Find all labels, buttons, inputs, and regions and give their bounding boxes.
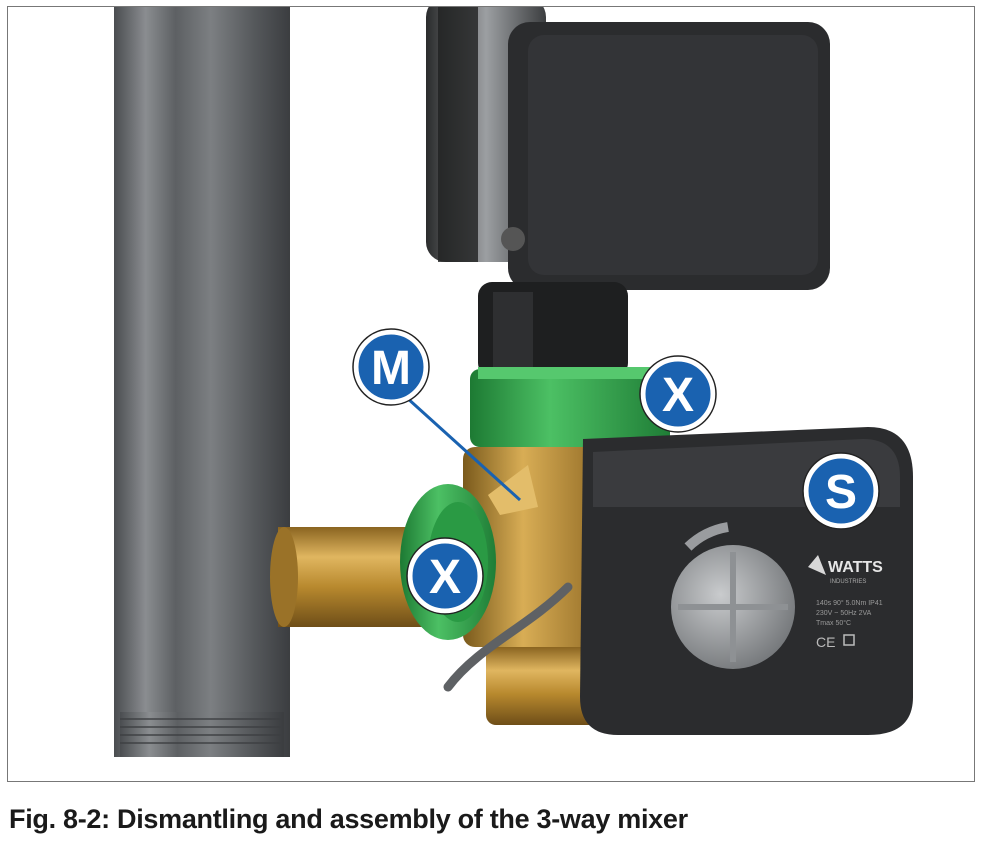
actuator-spec-2: 230V ~ 50Hz 2VA	[816, 610, 872, 617]
actuator-spec-1: 140s 90° 5.0Nm IP41	[816, 599, 883, 607]
label-s-text: S	[825, 466, 857, 519]
vertical-pipe	[114, 7, 290, 757]
union-nut-top	[470, 367, 670, 447]
actuator-brand: WATTS	[828, 559, 883, 576]
mixer-illustration: WATTS INDUSTRIES 140s 90° 5.0Nm IP41 230…	[114, 7, 913, 757]
pump-union	[478, 282, 628, 377]
label-x-top: X	[639, 355, 717, 433]
m-pointer-line	[404, 395, 522, 502]
pump-motor	[426, 7, 830, 290]
label-x-left: X	[406, 537, 484, 615]
label-x-top-text: X	[662, 369, 694, 422]
figure-caption: Fig. 8-2: Dismantling and assembly of th…	[9, 804, 688, 834]
label-s: S	[802, 452, 880, 530]
actuator-brand-sub: INDUSTRIES	[830, 579, 866, 585]
figure-frame: WATTS INDUSTRIES 140s 90° 5.0Nm IP41 230…	[7, 6, 975, 782]
label-m-text: M	[371, 342, 411, 395]
actuator-spec-3: Tmax 50°C	[816, 619, 851, 627]
actuator-ce-mark: CE	[816, 634, 835, 650]
actuator-cable	[443, 582, 573, 692]
label-x-left-text: X	[429, 551, 461, 604]
label-m: M	[352, 328, 430, 406]
